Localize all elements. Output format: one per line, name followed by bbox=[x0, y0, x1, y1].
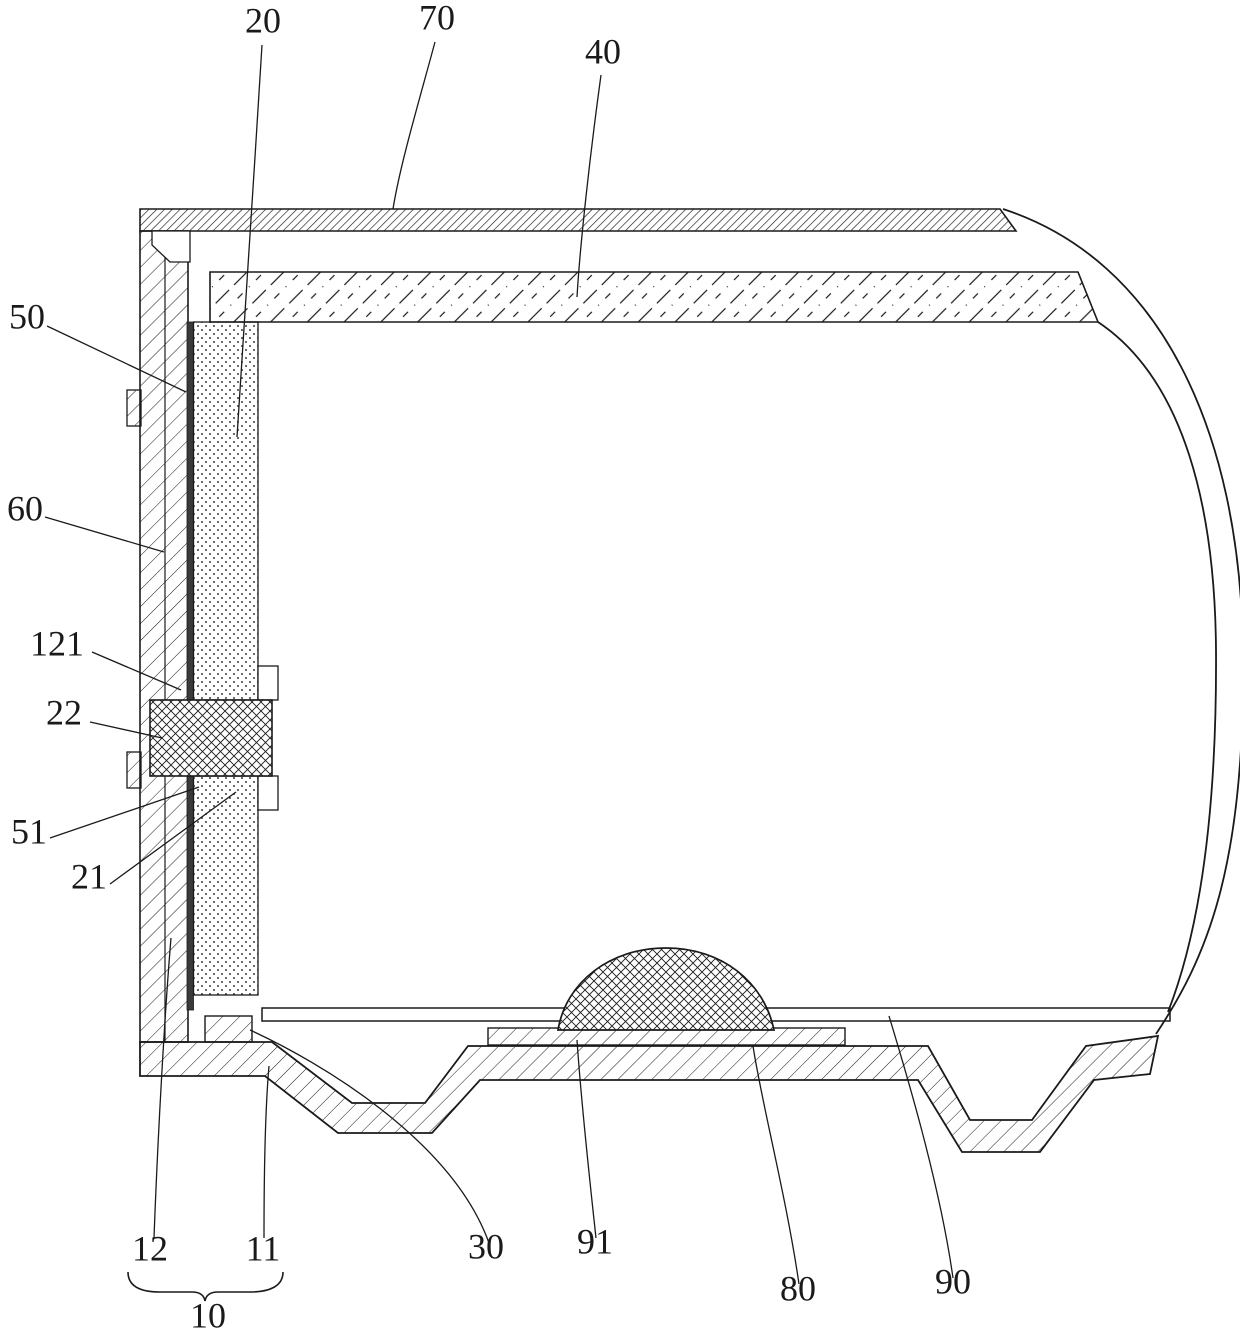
label-40: 40 bbox=[585, 31, 621, 71]
label-11: 11 bbox=[246, 1228, 281, 1268]
part-20-dotted-strip-upper bbox=[192, 321, 259, 701]
leader-20 bbox=[236, 44, 263, 438]
leader-80 bbox=[752, 1045, 800, 1285]
label-51: 51 bbox=[11, 811, 47, 851]
brace-10 bbox=[127, 1271, 284, 1302]
label-50: 50 bbox=[9, 296, 45, 336]
leader-12 bbox=[153, 937, 172, 1239]
label-90: 90 bbox=[935, 1261, 971, 1301]
leader-91 bbox=[576, 1039, 597, 1239]
leader-50 bbox=[46, 325, 187, 393]
leader-22 bbox=[89, 721, 163, 739]
part-22-connector-block bbox=[149, 699, 273, 777]
label-22: 22 bbox=[46, 692, 82, 732]
leader-60 bbox=[44, 516, 165, 553]
part-21-dotted-strip-lower bbox=[192, 775, 259, 996]
wall-top-notch bbox=[151, 230, 191, 263]
part-50-thin-film-layer bbox=[186, 321, 194, 1011]
strip-side-tab-upper bbox=[257, 665, 279, 701]
part-40-top-inner-plate bbox=[209, 271, 1100, 323]
leader-90 bbox=[888, 1015, 954, 1279]
bottom-pan-plate bbox=[139, 1034, 1160, 1153]
part-70-top-outer-plate bbox=[139, 208, 1018, 232]
leader-11 bbox=[263, 1065, 270, 1239]
wall-outer-tab-lower bbox=[126, 751, 142, 789]
wall-outer-tab-upper bbox=[126, 389, 142, 427]
label-70: 70 bbox=[419, 0, 455, 37]
leader-40 bbox=[576, 74, 602, 298]
body-break-curve-outer bbox=[1002, 208, 1240, 1035]
label-91: 91 bbox=[577, 1221, 613, 1261]
part-80-sealant-dome bbox=[556, 947, 776, 1031]
label-21: 21 bbox=[71, 856, 107, 896]
label-12: 12 bbox=[132, 1228, 168, 1268]
label-20: 20 bbox=[245, 0, 281, 40]
label-10: 10 bbox=[190, 1295, 226, 1335]
part-30-seat-piece bbox=[204, 1015, 253, 1043]
label-80: 80 bbox=[780, 1268, 816, 1308]
part-12-11-side-wall bbox=[139, 230, 189, 1043]
label-121: 121 bbox=[30, 623, 84, 663]
label-60: 60 bbox=[7, 488, 43, 528]
strip-side-tab-lower bbox=[257, 775, 279, 811]
leader-21 bbox=[109, 791, 237, 885]
leader-70 bbox=[392, 41, 436, 210]
body-break-curve-inner bbox=[1097, 321, 1217, 1013]
label-30: 30 bbox=[468, 1226, 504, 1266]
leader-121 bbox=[91, 651, 182, 691]
leader-51 bbox=[49, 786, 200, 839]
leader-30 bbox=[249, 1029, 490, 1244]
